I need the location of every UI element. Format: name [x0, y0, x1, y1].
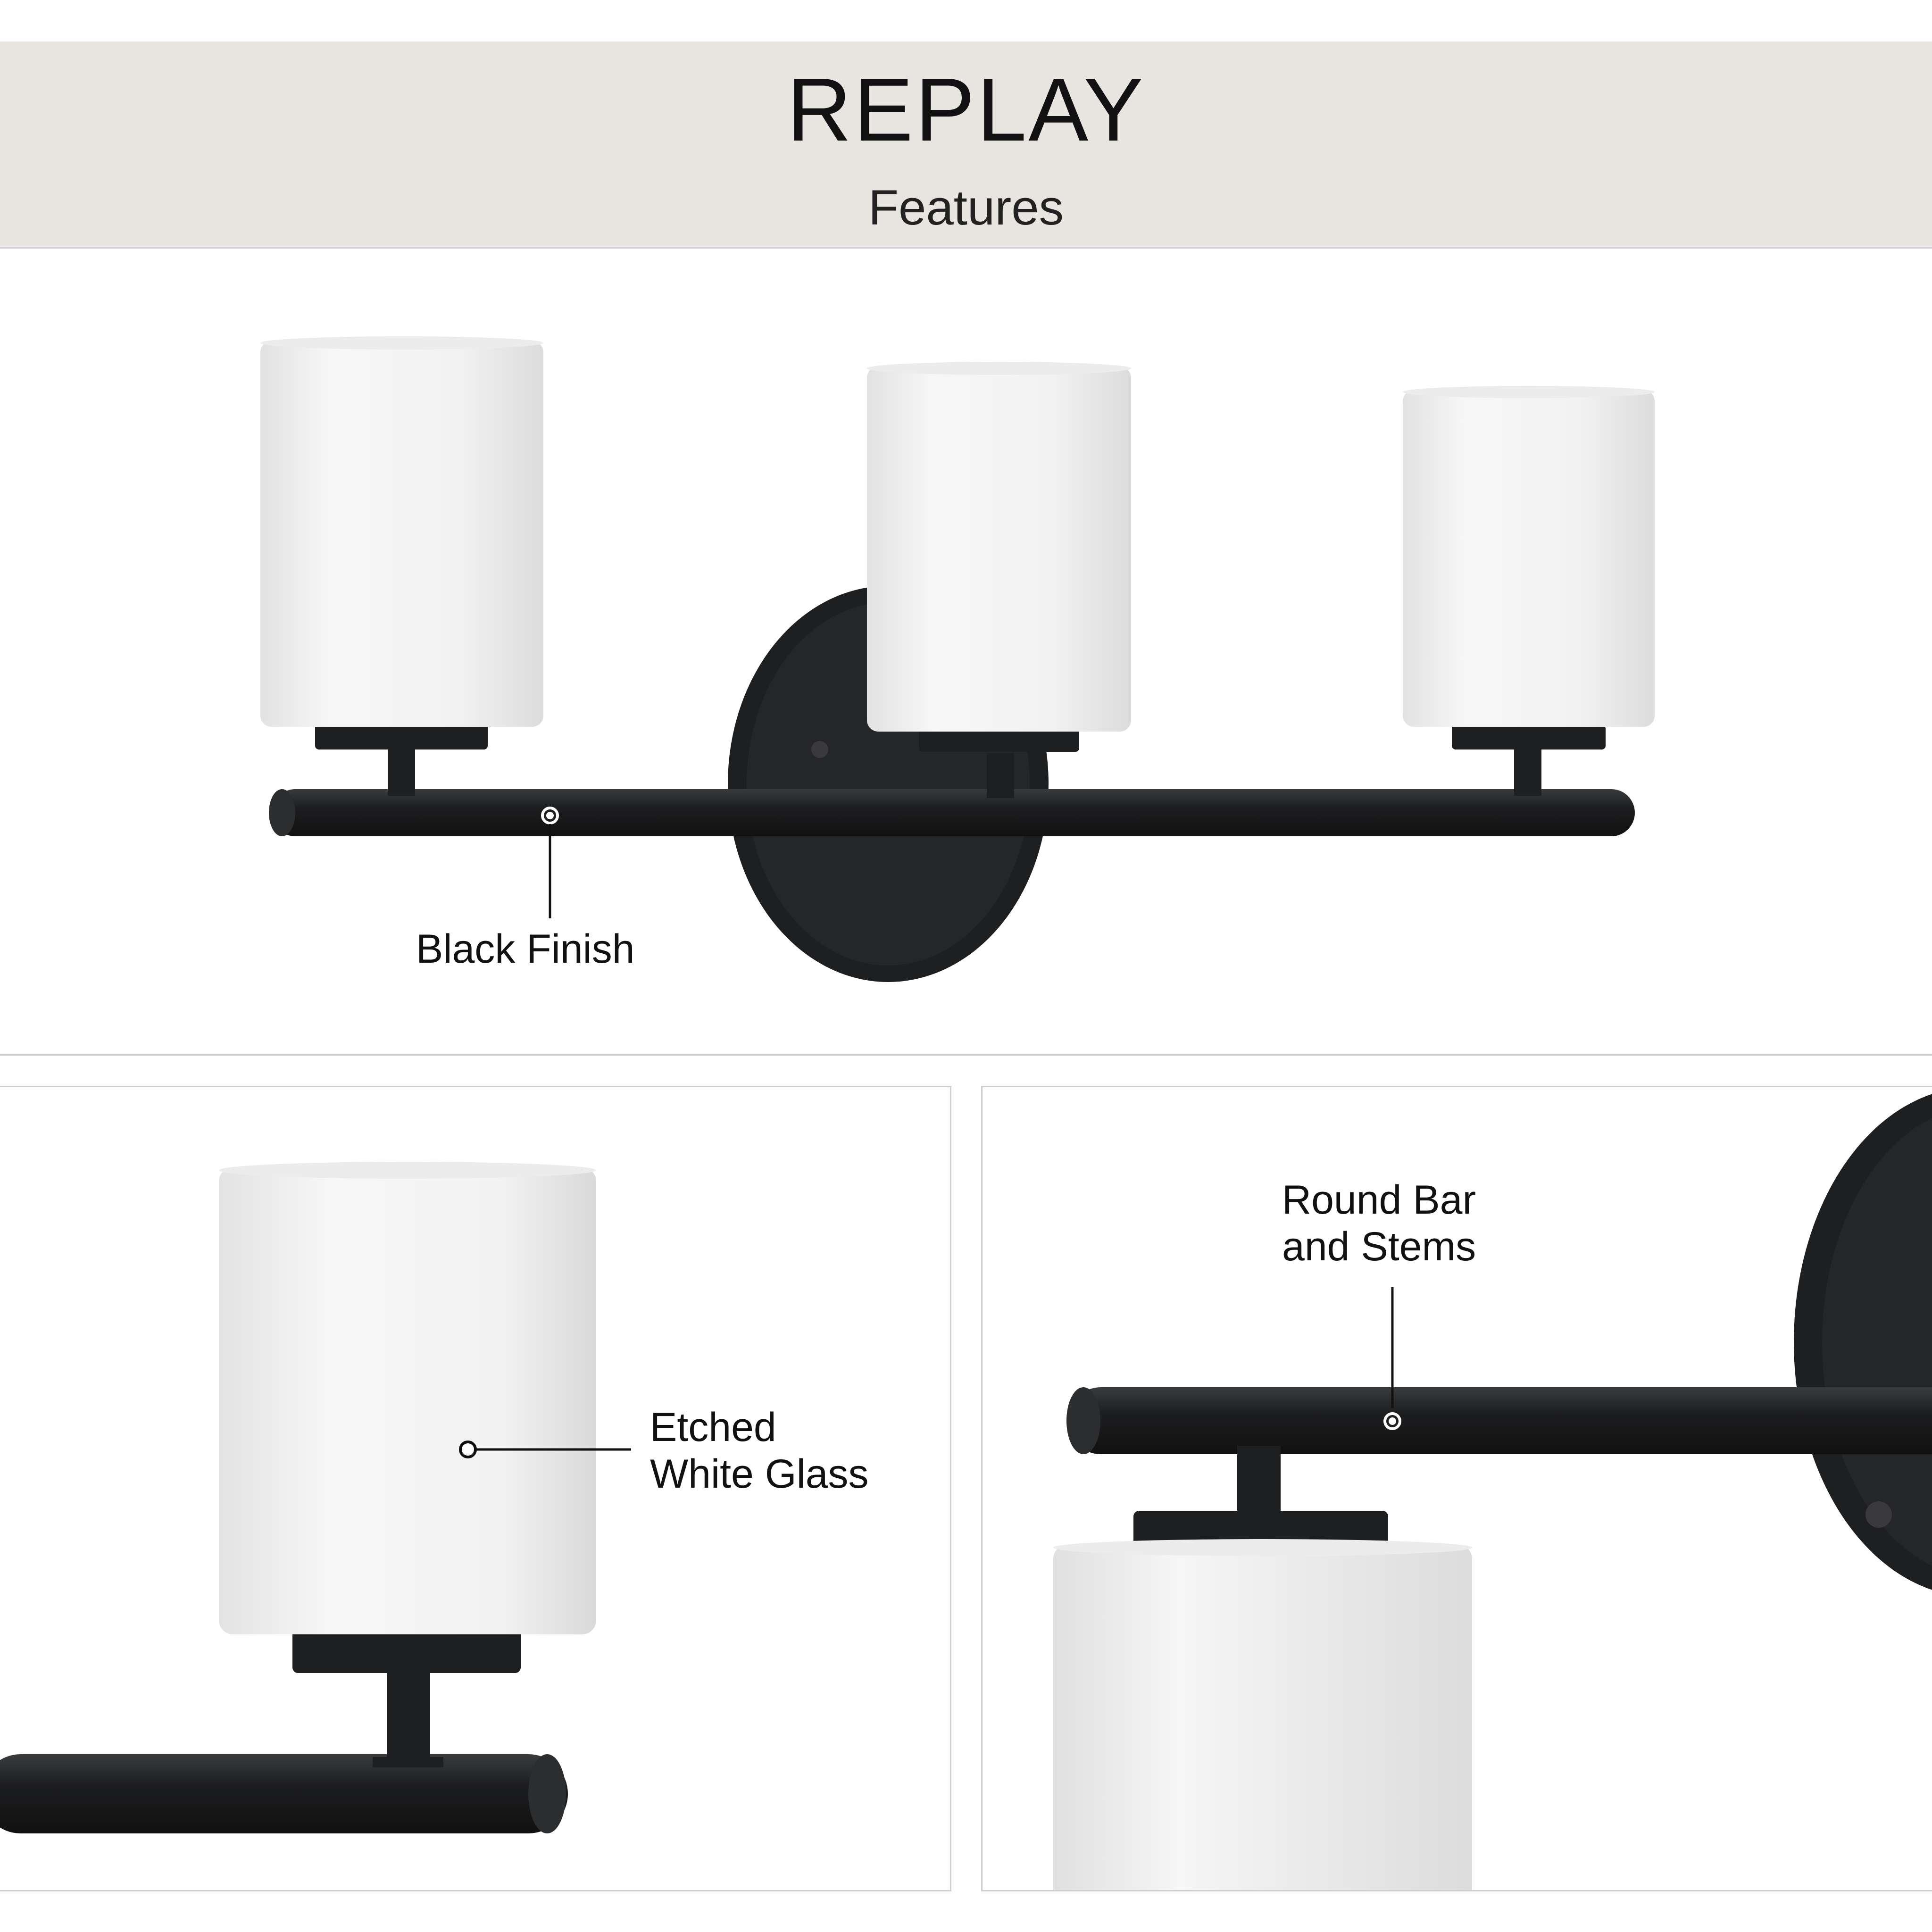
cup-right [1452, 725, 1606, 749]
glass-shade-left [260, 341, 543, 727]
bar-label-line1: Round Bar [1282, 1177, 1476, 1223]
stem [387, 1673, 430, 1763]
stem-right [1514, 749, 1541, 796]
glass-shade [219, 1167, 596, 1634]
bar-label-line2: and Stems [1282, 1224, 1476, 1269]
bar-closeup-illustration [1053, 1094, 1932, 1890]
round-bar [1067, 1387, 1932, 1454]
header-banner: REPLAY Features [0, 42, 1932, 247]
vanity-light-illustration [260, 336, 1655, 982]
glass-label-line1: Etched [650, 1405, 776, 1450]
round-bar [0, 1754, 568, 1833]
finish-callout-marker [541, 807, 559, 918]
cup [292, 1626, 521, 1673]
etched-white-glass-label: Etched White Glass [650, 1404, 869, 1498]
glass-shade-right [1403, 390, 1655, 727]
glass-detail-panel: Etched White Glass [0, 1086, 951, 1891]
bar-callout-marker [1383, 1287, 1401, 1430]
glass-callout-marker [459, 1441, 631, 1458]
page-subtitle: Features [868, 180, 1064, 235]
round-bar-stems-label: Round Bar and Stems [1282, 1177, 1476, 1270]
bar-detail-panel: Round Bar and Stems [981, 1086, 1932, 1891]
glass-closeup-illustration [0, 1162, 631, 1833]
glass-shade [1053, 1545, 1472, 1890]
glass-shade-center [867, 366, 1131, 732]
black-finish-label: Black Finish [416, 926, 635, 972]
cup-left [315, 724, 488, 749]
stem-center [987, 753, 1014, 798]
stem-left [388, 741, 415, 796]
glass-label-line2: White Glass [650, 1451, 869, 1497]
brand-title: REPLAY [787, 60, 1145, 160]
full-fixture-panel: Black Finish [0, 247, 1932, 1056]
round-bar [272, 789, 1635, 836]
cup-center [919, 726, 1079, 752]
